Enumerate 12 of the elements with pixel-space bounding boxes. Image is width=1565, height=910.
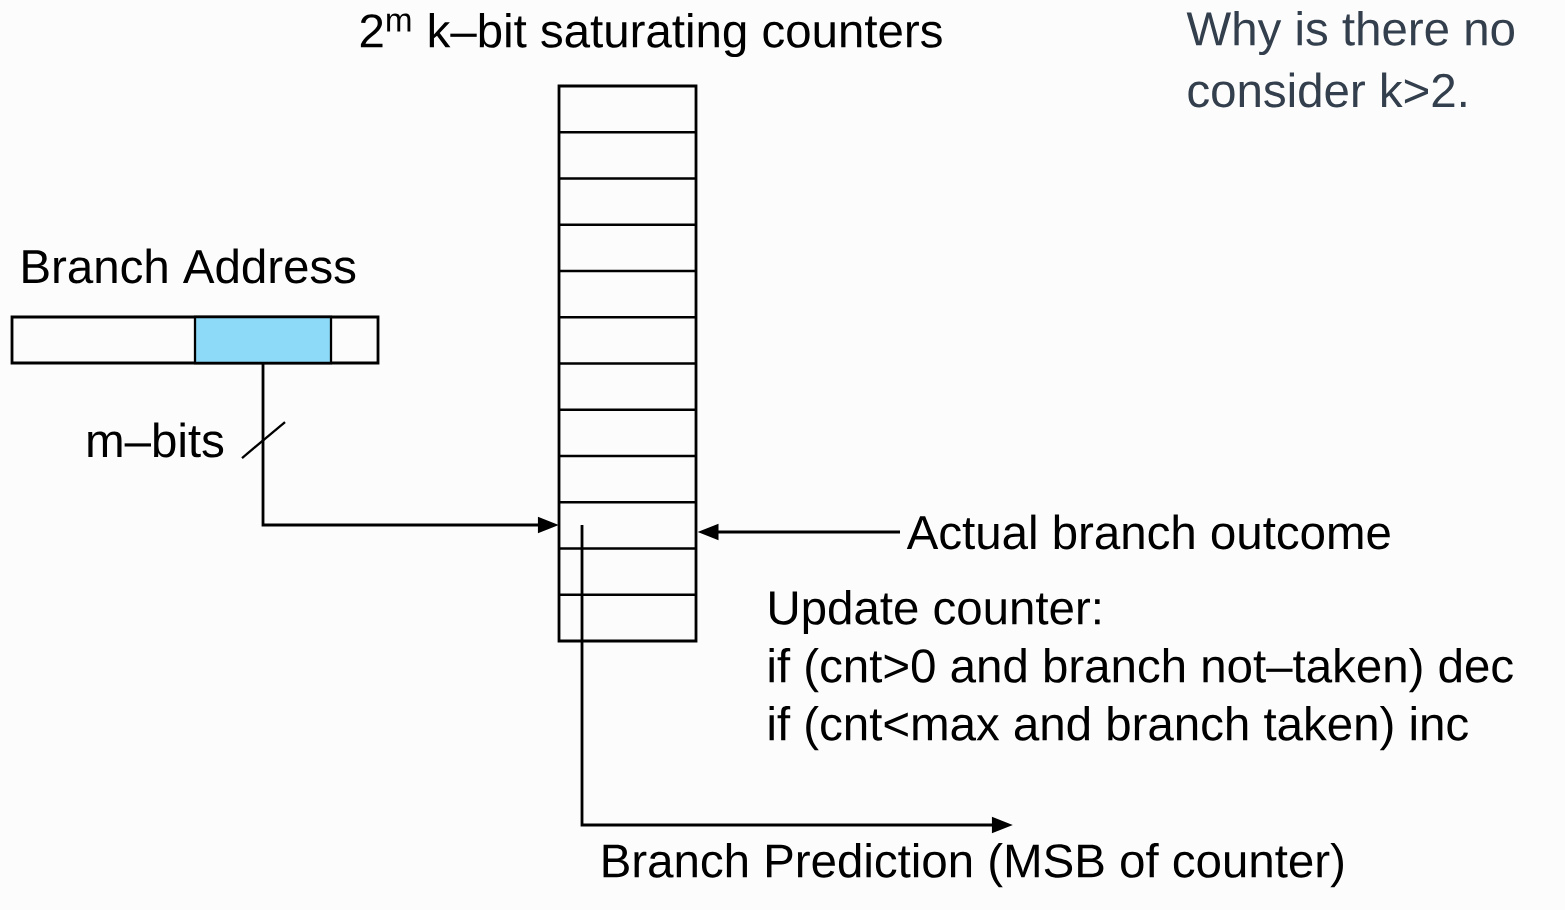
- counter-table: [557, 84, 698, 643]
- edge-label: m–bits: [88, 422, 224, 458]
- prediction-text: Branch Prediction (MSB of counter): [603, 842, 1343, 888]
- note-text: if (cnt<max and branch taken) inc: [769, 705, 1468, 751]
- question-text: Why is there no: [1186, 10, 1514, 56]
- address-register: [10, 315, 380, 365]
- note-text: if (cnt>0 and branch not–taken) dec: [769, 647, 1513, 693]
- register-heading: Branch Address: [23, 248, 356, 284]
- table-heading: 2$^{m}$ k–bit saturating counters: [360, 12, 942, 58]
- note-text: Update counter:: [770, 589, 1100, 635]
- outcome-text: Actual branch outcome: [906, 514, 1390, 550]
- question-text: consider k>2.: [1188, 72, 1466, 108]
